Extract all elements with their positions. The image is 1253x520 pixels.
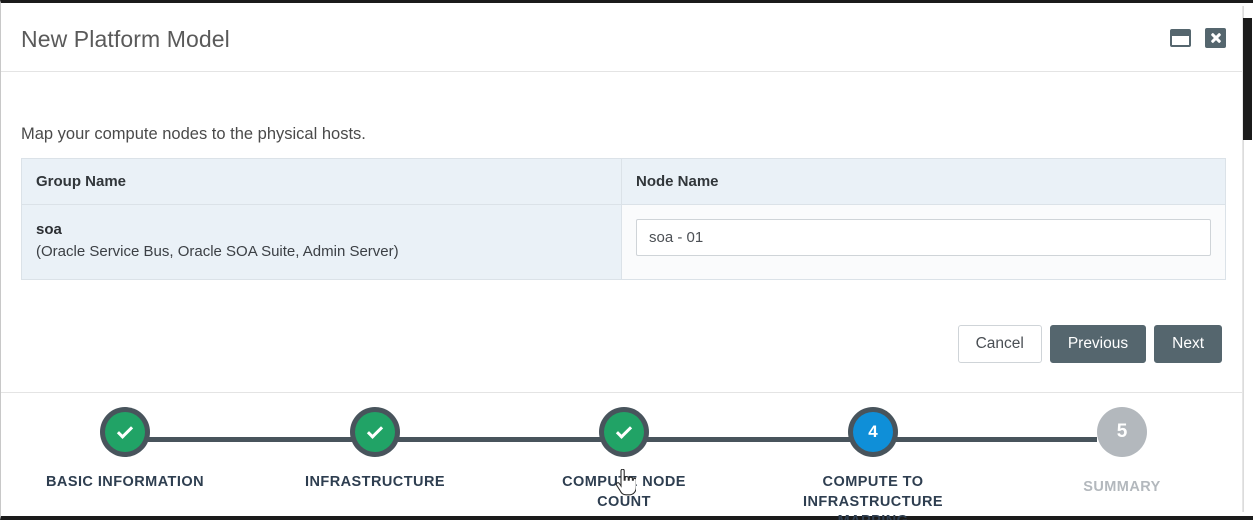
stepper-track-3: [624, 437, 873, 442]
group-components-value: (Oracle Service Bus, Oracle SOA Suite, A…: [36, 242, 399, 260]
dialog-body: Map your compute nodes to the physical h…: [1, 73, 1242, 391]
column-header-node-name: Node Name: [621, 158, 1226, 205]
page-title: New Platform Model: [21, 26, 230, 52]
step-4-bubble[interactable]: 4: [853, 412, 893, 452]
step-3-label: COMPUTE NODE COUNT: [562, 474, 686, 510]
column-header-group-name: Group Name: [21, 158, 622, 205]
cancel-button[interactable]: Cancel: [957, 325, 1042, 363]
table-header: Group Name Node Name: [21, 158, 1226, 205]
step-5-bubble[interactable]: 5: [1097, 407, 1147, 457]
check-icon: [366, 422, 384, 439]
step-3-bubble[interactable]: [604, 412, 644, 452]
stepper-track-4: [873, 437, 1097, 442]
stepper-track-2: [375, 437, 624, 442]
table-row: soa (Oracle Service Bus, Oracle SOA Suit…: [21, 204, 1226, 280]
vertical-scrollbar[interactable]: [1243, 6, 1253, 512]
wizard-step-4[interactable]: 4 COMPUTE TO INFRASTRUCTURE MAPPING: [788, 412, 958, 520]
node-name-input[interactable]: [636, 219, 1211, 256]
content-edge-strip: [1242, 6, 1243, 512]
window-controls: [1170, 28, 1226, 48]
check-icon: [116, 422, 134, 439]
step-1-bubble[interactable]: [105, 412, 145, 452]
instruction-text: Map your compute nodes to the physical h…: [21, 125, 366, 143]
step-2-bubble[interactable]: [355, 412, 395, 452]
wizard-step-1[interactable]: BASIC INFORMATION: [40, 412, 210, 493]
wizard-step-3[interactable]: COMPUTE NODE COUNT: [539, 412, 709, 512]
restore-icon[interactable]: [1170, 29, 1191, 47]
next-button[interactable]: Next: [1154, 325, 1222, 363]
stepper-track-1: [125, 437, 375, 442]
table-body: soa (Oracle Service Bus, Oracle SOA Suit…: [21, 204, 1226, 280]
group-name-value: soa: [36, 221, 62, 238]
dialog-actions: Cancel Previous Next: [957, 325, 1222, 363]
dialog-titlebar: New Platform Model: [1, 6, 1242, 72]
scrollbar-thumb[interactable]: [1243, 18, 1252, 140]
table-header-row: Group Name Node Name: [21, 158, 1226, 205]
wizard-stepper: BASIC INFORMATION INFRASTRUCTURE COMPUTE…: [1, 392, 1242, 520]
previous-button[interactable]: Previous: [1049, 325, 1147, 363]
close-icon[interactable]: [1205, 28, 1226, 48]
step-5-label: SUMMARY: [1083, 479, 1161, 495]
step-2-label: INFRASTRUCTURE: [304, 474, 445, 490]
wizard-step-5[interactable]: 5 SUMMARY: [1037, 407, 1207, 498]
cell-node-name: [621, 204, 1226, 280]
wizard-step-2[interactable]: INFRASTRUCTURE: [290, 412, 460, 493]
cell-group-name: soa (Oracle Service Bus, Oracle SOA Suit…: [21, 204, 622, 280]
step-4-label: COMPUTE TO INFRASTRUCTURE MAPPING: [802, 474, 943, 520]
check-icon: [615, 422, 633, 439]
step-1-label: BASIC INFORMATION: [45, 474, 204, 490]
mapping-table: Group Name Node Name soa (Oracle Service…: [21, 158, 1226, 281]
